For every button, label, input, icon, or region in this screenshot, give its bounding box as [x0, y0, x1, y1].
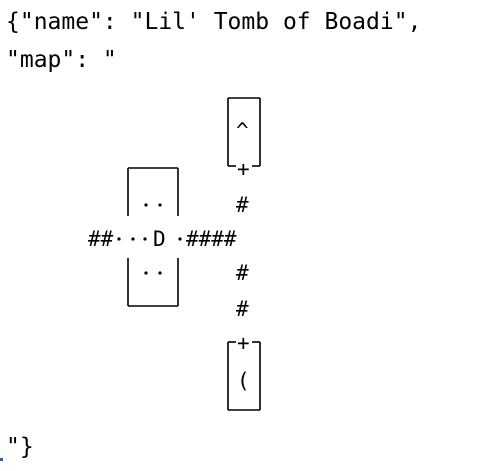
dungeon-map-svg: ^ + # ##	[88, 97, 261, 411]
dungeon-map: ^ + # ##	[6, 0, 496, 466]
door-top-glyph: +	[237, 157, 250, 181]
main-row: ## D ####	[88, 227, 237, 251]
floor-dot	[143, 237, 147, 241]
json-line-map: "map": "	[6, 47, 117, 73]
door-glyph: D	[153, 227, 166, 251]
bottom-room: + (	[227, 331, 261, 411]
floor-dot	[144, 271, 148, 275]
stairs-up-glyph: ^	[236, 119, 249, 143]
json-line-close: "}	[6, 434, 34, 460]
json-line-name: {"name": "Lil' Tomb of Boadi",	[6, 9, 422, 35]
corridor-left-glyphs: ##	[88, 227, 114, 251]
floor-dot	[117, 237, 121, 241]
text-screen: {"name": "Lil' Tomb of Boadi", "map": " …	[6, 0, 496, 466]
top-room: ^ +	[227, 97, 261, 181]
floor-dot	[158, 203, 162, 207]
cursor-mark	[0, 458, 3, 461]
floor-dot	[131, 237, 135, 241]
item-glyph: (	[237, 369, 250, 393]
door-bottom-glyph: +	[237, 331, 250, 355]
floor-dot	[178, 237, 182, 241]
corridor-glyph-3: #	[236, 297, 249, 321]
corridor-right-glyphs: ####	[186, 227, 237, 251]
left-room	[127, 167, 179, 307]
corridor-glyph-2: #	[236, 261, 249, 285]
floor-dot	[158, 271, 162, 275]
corridor-glyph-1: #	[236, 193, 249, 217]
floor-dot	[144, 203, 148, 207]
